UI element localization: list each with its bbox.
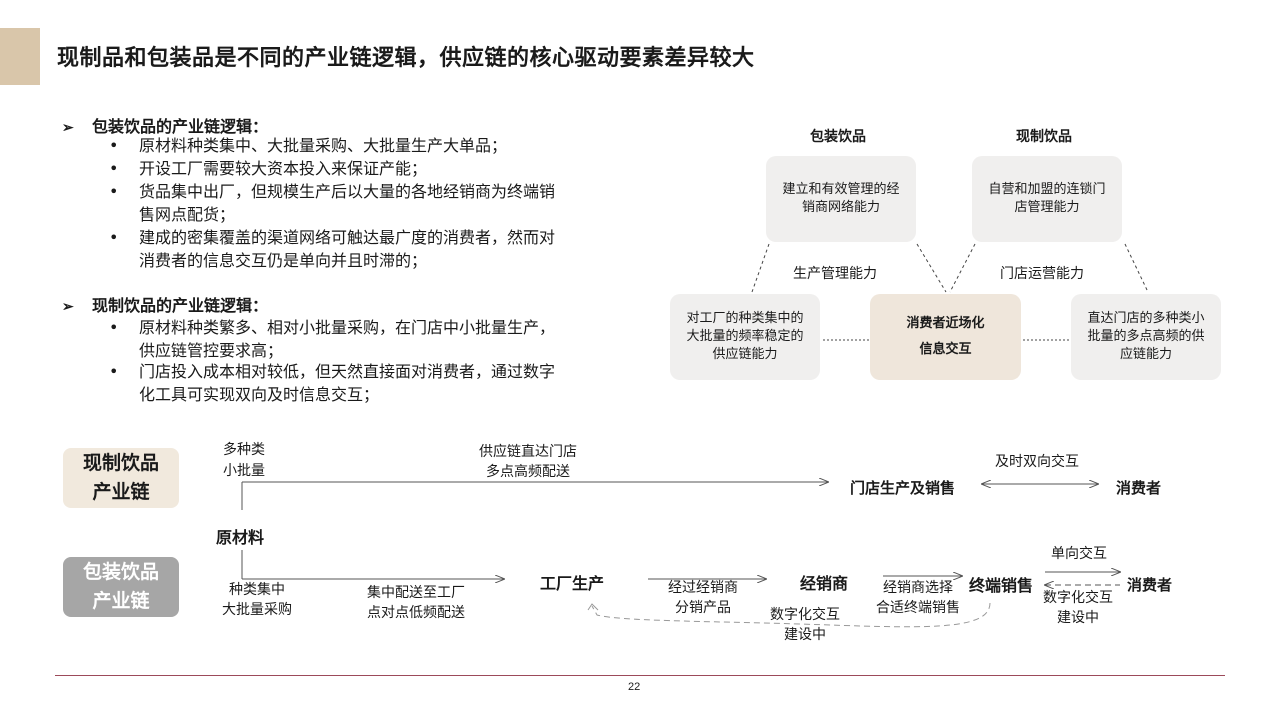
store-node: 门店生产及销售 (850, 479, 956, 497)
note-line: 种类集中 (229, 582, 285, 598)
box-store-direct-supply-capability: 直达门店的多种类小批量的多点高频的供应链能力 (1071, 294, 1221, 380)
box-line: 自营和加盟的连锁门 (988, 182, 1106, 197)
fresh-bullet-2: • 门店投入成本相对较低，但天然直接面对消费者，通过数字化工具可实现双向及时信息交… (109, 360, 556, 406)
packaged-supply-label: 集中配送至工厂点对点低频配送 (367, 583, 465, 623)
label-line: 点对点低频配送 (367, 605, 465, 621)
box-line: 消费者近场化 (906, 316, 985, 331)
box-line: 供应链能力 (712, 347, 778, 362)
box-line: 直达门店的多种类小 (1087, 311, 1205, 326)
bullet-line: 原材料种类繁多、相对小批量采购，在门店中小批量生产， (139, 318, 556, 337)
packaged-heading-text: 包装饮品的产业链逻辑： (92, 117, 269, 136)
one-way-label: 单向交互 (1051, 546, 1107, 562)
label-line: 分销产品 (675, 600, 731, 616)
box-line: 大批量的频率稳定的 (686, 329, 804, 344)
bullet-dot-icon: • (109, 362, 119, 381)
box-line: 批量的多点高频的供 (1087, 329, 1205, 344)
tag-line: 产业链 (92, 481, 150, 503)
note-line: 小批量 (223, 463, 265, 479)
packaged-note: 种类集中大批量采购 (222, 580, 292, 620)
label-store-operation: 门店运营能力 (1000, 266, 1084, 282)
fresh-logic-heading: ➢ 现制饮品的产业链逻辑： (62, 292, 268, 316)
consumer-node-fresh: 消费者 (1116, 479, 1162, 497)
tag-line: 产业链 (92, 590, 150, 612)
consumer-node-packaged: 消费者 (1127, 576, 1173, 594)
note-line: 大批量采购 (222, 602, 292, 618)
label-line: 集中配送至工厂 (367, 585, 465, 601)
packaged-bullet-4: • 建成的密集覆盖的渠道网络可触达最广度的消费者，然而对消费者的信息交互仍是单向并… (109, 226, 556, 272)
bullet-dot-icon: • (109, 318, 119, 337)
box-line: 对工厂的种类集中的 (686, 311, 804, 326)
label-line: 建设中 (784, 627, 826, 643)
packaged-logic-heading: ➢ 包装饮品的产业链逻辑： (62, 113, 268, 137)
label-line: 经过经销商 (668, 580, 738, 596)
bullet-dot-icon: • (109, 159, 119, 178)
box-line: 店管理能力 (1014, 200, 1080, 215)
bullet-line: 售网点配货； (139, 205, 236, 224)
bullet-line: 原材料种类集中、大批量采购、大批量生产大单品； (139, 136, 508, 155)
bullet-line: 开设工厂需要较大资本投入来保证产能； (139, 159, 428, 178)
dealer-node: 经销商 (800, 574, 849, 593)
box-line: 应链能力 (1119, 347, 1172, 362)
arrow-bullet-icon: ➢ (62, 299, 74, 315)
footer-divider (55, 675, 1225, 676)
factory-node: 工厂生产 (540, 574, 605, 593)
label-line: 多点高频配送 (486, 464, 570, 480)
label-line: 合适终端销售 (876, 600, 960, 616)
label-line: 数字化交互 (770, 607, 840, 623)
box-dealer-network-capability: 建立和有效管理的经销商网络能力 (766, 156, 916, 242)
digital-label-bottom: 数字化交互建设中 (770, 605, 840, 645)
box-line: 销商网络能力 (801, 200, 880, 215)
via-dealer-label: 经过经销商分销产品 (668, 578, 738, 618)
dealer-choose-label: 经销商选择合适终端销售 (876, 578, 960, 618)
title-accent-bar (0, 28, 40, 85)
packaged-bullet-3: • 货品集中出厂，但规模生产后以大量的各地经销商为终端销售网点配货； (109, 180, 556, 226)
bullet-dot-icon: • (109, 136, 119, 155)
packaged-bullet-1: • 原材料种类集中、大批量采购、大批量生产大单品； (109, 134, 508, 157)
box-factory-supply-capability: 对工厂的种类集中的大批量的频率稳定的供应链能力 (670, 294, 820, 380)
bullet-line: 化工具可实现双向及时信息交互； (139, 385, 380, 404)
digital-label-right: 数字化交互建设中 (1043, 588, 1113, 628)
packaged-chain-tag: 包装饮品产业链 (63, 557, 179, 617)
fresh-chain-tag: 现制饮品产业链 (63, 448, 179, 508)
bullet-line: 货品集中出厂，但规模生产后以大量的各地经销商为终端销 (139, 182, 556, 201)
tag-line: 包装饮品 (82, 561, 159, 583)
fresh-supply-label: 供应链直达门店多点高频配送 (479, 442, 577, 482)
fresh-heading-text: 现制饮品的产业链逻辑： (92, 296, 269, 315)
fresh-bullet-1: • 原材料种类繁多、相对小批量采购，在门店中小批量生产， 供应链管控要求高； (109, 316, 556, 362)
bullet-line: 供应链管控要求高； (139, 341, 284, 360)
bullet-dot-icon: • (109, 182, 119, 201)
packaged-bullet-2: • 开设工厂需要较大资本投入来保证产能； (109, 157, 428, 180)
arrow-bullet-icon: ➢ (62, 120, 74, 136)
note-line: 多种类 (223, 442, 265, 458)
bullet-dot-icon: • (109, 228, 119, 247)
fresh-note: 多种类小批量 (223, 440, 265, 482)
fresh-interaction-label: 及时双向交互 (995, 454, 1079, 470)
col-packaged-heading: 包装饮品 (810, 129, 866, 145)
bullet-line: 门店投入成本相对较低，但天然直接面对消费者，通过数字 (139, 362, 556, 381)
label-line: 建设中 (1057, 610, 1099, 626)
bullet-line: 建成的密集覆盖的渠道网络可触达最广度的消费者，然而对 (139, 228, 556, 247)
label-production-management: 生产管理能力 (793, 266, 877, 282)
col-fresh-heading: 现制饮品 (1016, 129, 1072, 145)
box-store-management-capability: 自营和加盟的连锁门店管理能力 (972, 156, 1122, 242)
tag-line: 现制饮品 (82, 452, 159, 474)
page-title: 现制品和包装品是不同的产业链逻辑，供应链的核心驱动要素差异较大 (57, 45, 755, 71)
box-consumer-interaction: 消费者近场化信息交互 (870, 294, 1021, 380)
box-line: 信息交互 (919, 342, 972, 357)
label-line: 数字化交互 (1043, 590, 1113, 606)
terminal-node: 终端销售 (969, 576, 1034, 595)
box-line: 建立和有效管理的经 (782, 182, 900, 197)
raw-material-node: 原材料 (216, 528, 265, 547)
label-line: 供应链直达门店 (479, 444, 577, 460)
bullet-line: 消费者的信息交互仍是单向并且时滞的； (139, 251, 428, 270)
label-line: 经销商选择 (883, 580, 953, 596)
page-number: 22 (628, 681, 641, 693)
